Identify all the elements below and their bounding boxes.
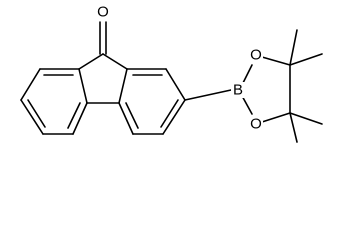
right-ring-bond-3 bbox=[162, 99, 186, 135]
five-membered-ring-bonds bbox=[78, 53, 128, 104]
right-ring-bond-5 bbox=[118, 102, 134, 135]
bond-c8a-c4b bbox=[78, 68, 88, 104]
molecule-structure: O B O O bbox=[20, 4, 323, 143]
right-benzene-ring bbox=[118, 68, 186, 135]
carbonyl-bond bbox=[99, 21, 107, 55]
boron-label: B bbox=[233, 82, 243, 99]
left-ring-double-3 bbox=[67, 102, 81, 129]
carbonyl-oxygen-label: O bbox=[97, 4, 109, 21]
methyl-4 bbox=[289, 112, 298, 143]
right-ring-bond-2 bbox=[165, 68, 186, 101]
left-benzene-ring bbox=[20, 68, 88, 135]
ester-oxygen-lower-label: O bbox=[250, 116, 262, 133]
left-ring-bond-2 bbox=[20, 68, 41, 101]
bond-c9a-c4a bbox=[118, 68, 128, 104]
right-ring-double-3 bbox=[125, 102, 139, 129]
methyl-1 bbox=[289, 29, 298, 66]
ester-oxygen-upper-label: O bbox=[250, 47, 262, 64]
bond-o-lower-c bbox=[261, 112, 291, 123]
left-ring-double-2 bbox=[27, 99, 46, 128]
bond-c9-c8a bbox=[78, 53, 104, 70]
bond-c9-c9a bbox=[102, 53, 128, 70]
atom-bg-ester-oxygen-lower bbox=[249, 116, 263, 132]
methyl-groups bbox=[289, 29, 323, 143]
atom-label-ester-oxygen-lower: O bbox=[249, 116, 263, 133]
methyl-3 bbox=[289, 112, 323, 125]
left-ring-bond-5 bbox=[72, 102, 88, 135]
methyl-2 bbox=[289, 53, 323, 66]
dioxaborolane-ring bbox=[240, 56, 291, 123]
atom-label-carbonyl-oxygen: O bbox=[96, 4, 110, 21]
atom-label-ester-oxygen-upper: O bbox=[249, 47, 263, 64]
bond-o-upper-c bbox=[261, 56, 291, 66]
atom-label-boron: B bbox=[231, 82, 245, 99]
left-ring-bond-3 bbox=[20, 99, 44, 135]
atom-bg-ester-oxygen-upper bbox=[249, 47, 263, 63]
atom-bg-boron bbox=[231, 82, 245, 98]
atom-bg-carbonyl-oxygen bbox=[96, 4, 110, 20]
right-ring-double-2 bbox=[160, 99, 179, 128]
bond-c2-boron bbox=[184, 89, 232, 101]
